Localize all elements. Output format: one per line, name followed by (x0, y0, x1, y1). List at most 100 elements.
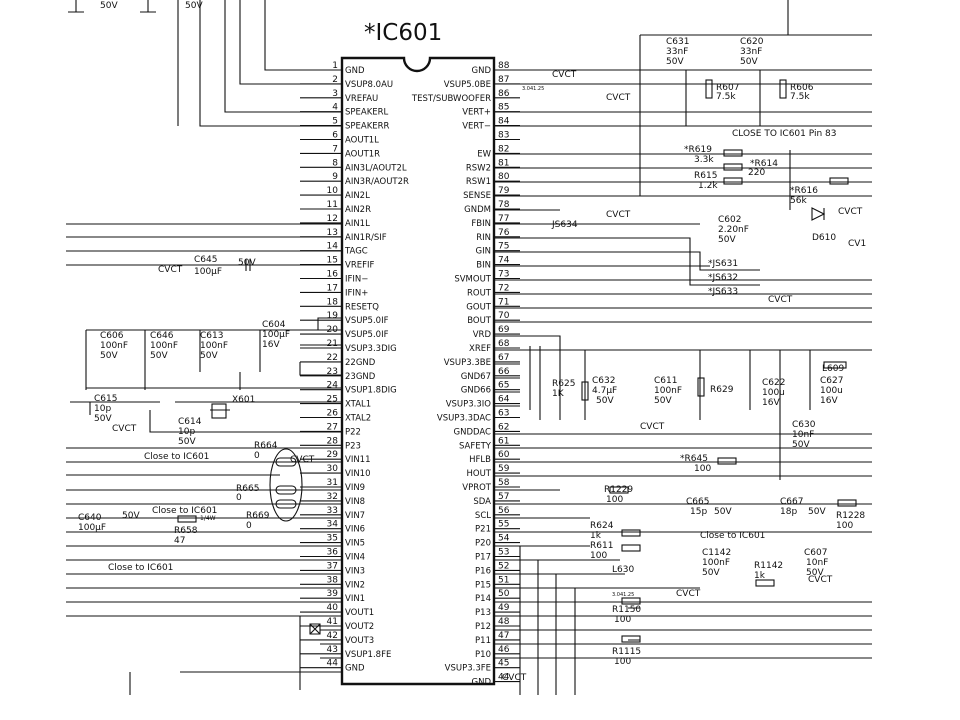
c645-label: C645 (194, 255, 217, 265)
c602-rating: 50V (718, 235, 736, 245)
r614-label: *R614 (750, 159, 778, 169)
pin-name: GND66 (461, 386, 491, 396)
c631-rating: 50V (666, 57, 684, 67)
wiring (66, 0, 872, 695)
cvct-label: CVCT (768, 295, 793, 305)
pin-name: IFIN+ (345, 288, 368, 298)
pin-number: 56 (498, 506, 510, 516)
r645-label: *R645 (680, 454, 708, 464)
pin-number: 74 (498, 256, 510, 266)
pin-name: P16 (475, 566, 491, 576)
pin-name: P13 (475, 608, 491, 618)
pin-number: 9 (332, 172, 338, 182)
tag-label: 3.041.25 (612, 592, 634, 598)
cvct-label: CVCT (112, 424, 137, 434)
ic601-title: *IC601 (364, 20, 442, 46)
pin-name: VSUP5.0BE (444, 80, 491, 90)
pin-number: 4 (332, 103, 338, 113)
c622-rating: 16V (762, 398, 780, 408)
pin-number: 72 (498, 283, 509, 293)
pin-number: 13 (327, 228, 338, 238)
pin-number: 3 (332, 89, 338, 99)
c632-label: C632 (592, 376, 615, 386)
js633-label: *JS633 (708, 287, 738, 297)
pin-number: 19 (327, 311, 339, 321)
r615-label: R615 (694, 171, 717, 181)
c631-value: 33nF (666, 47, 688, 57)
pin-number: 35 (327, 534, 338, 544)
pin-name: VIN5 (345, 539, 365, 549)
c602-label: C602 (718, 215, 741, 225)
r607-value: 7.5k (716, 92, 736, 102)
pin-name: VIN8 (345, 497, 365, 507)
c613-rating: 50V (200, 351, 218, 361)
pin-name: P14 (475, 594, 491, 604)
c632-rating: 50V (596, 396, 614, 406)
r665-label: R665 (236, 484, 259, 494)
pin-name: GIN (476, 247, 491, 257)
c606-value: 100nF (100, 341, 128, 351)
pin-number: 8 (332, 158, 338, 168)
pin-name: 22GND (345, 358, 376, 368)
pin-number: 47 (498, 631, 509, 641)
pin-name: FBIN (471, 219, 491, 229)
c665-value: 15p (690, 507, 707, 517)
r616-label: *R616 (790, 186, 818, 196)
cvct-label: CVCT (158, 265, 183, 275)
right-pin-group: 88GND87VSUP5.0BE86TEST/SUBWOOFER85VERT+8… (411, 61, 520, 688)
pin-name: VIN3 (345, 566, 365, 576)
pin-name: SVMOUT (454, 275, 491, 285)
pin-number: 76 (498, 228, 510, 238)
close-note-left-b: Close to IC601 (152, 506, 217, 516)
r669-value: 0 (246, 521, 252, 531)
pin-number: 25 (327, 395, 338, 405)
js631-label: *JS631 (708, 259, 738, 269)
r625-label: R625 (552, 379, 575, 389)
pin-name: P20 (475, 539, 491, 549)
pin-name: IFIN− (345, 275, 368, 285)
cv1-label: CV1 (848, 239, 866, 249)
c604-rating: 16V (262, 340, 280, 350)
pin-name: VSUP5.0IF (345, 330, 389, 340)
pin-number: 43 (327, 645, 338, 655)
c615-rating: 50V (94, 414, 112, 424)
pin-number: 38 (327, 575, 339, 585)
cvct-label: CVCT (808, 575, 833, 585)
pin-name: VSUP3.3FE (445, 664, 491, 674)
pin-name: GND67 (461, 372, 491, 382)
pin-number: 87 (498, 75, 509, 85)
c667-rating: 50V (808, 507, 826, 517)
c630-label: C630 (792, 420, 816, 430)
r619-label: *R619 (684, 145, 712, 155)
c611-value: 100nF (654, 386, 682, 396)
pin-number: 86 (498, 89, 510, 99)
pin-name: AOUT1R (345, 149, 380, 159)
x601-label: X601 (232, 395, 255, 405)
pin-number: 81 (498, 158, 509, 168)
pin-name: AIN2L (345, 191, 370, 201)
pin-number: 21 (327, 339, 338, 349)
cvct-label: CVCT (552, 70, 577, 80)
pin-name: SENSE (463, 191, 491, 201)
